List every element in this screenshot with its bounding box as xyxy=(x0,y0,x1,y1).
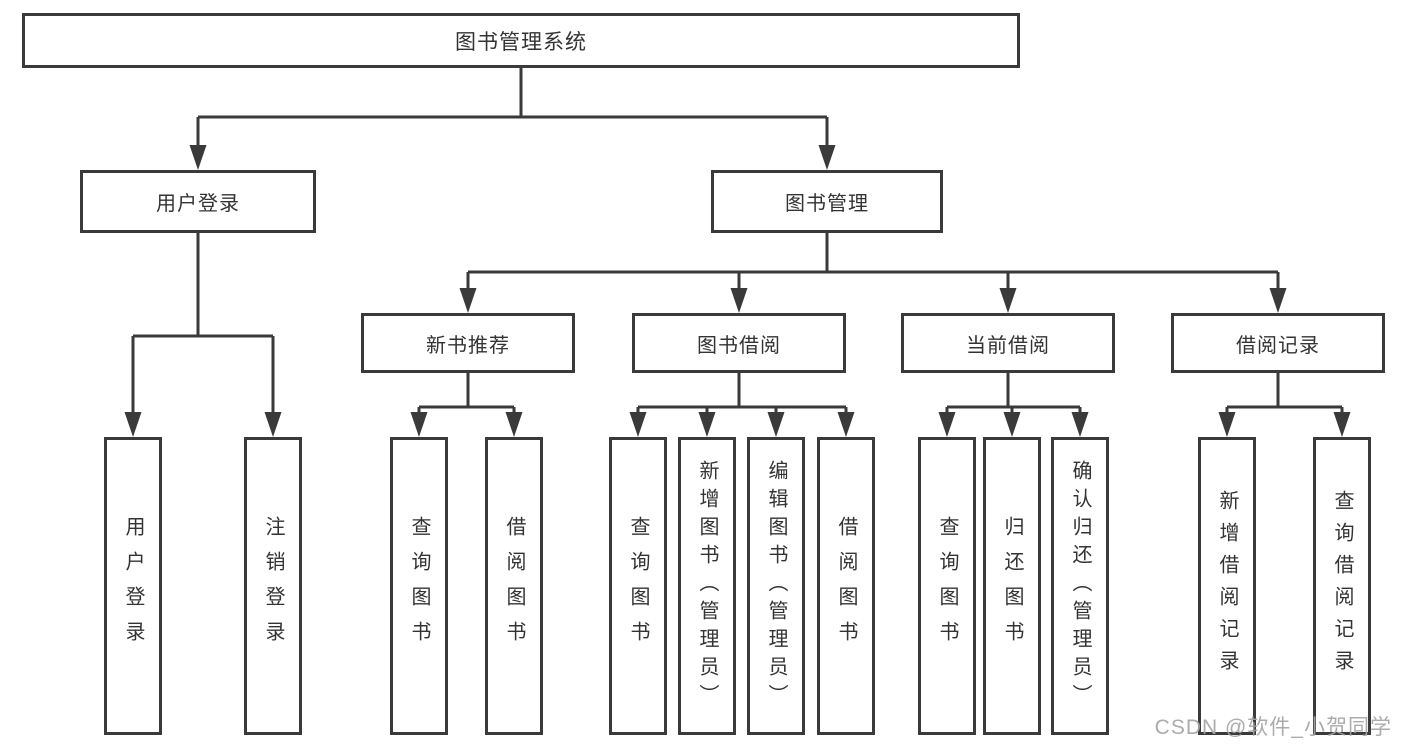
arrowhead xyxy=(837,412,855,437)
leaf-query-books-recommend-label: 查询图书 xyxy=(408,516,430,656)
arrowhead xyxy=(938,412,956,437)
leaf-edit-books-admin-label: 编辑图书（管理员） xyxy=(765,460,787,712)
leaf-add-books-admin: 新增图书（管理员） xyxy=(678,437,736,735)
node-book-management: 图书管理 xyxy=(711,170,943,233)
arrowhead xyxy=(629,412,647,437)
arrowhead xyxy=(505,412,523,437)
arrowhead xyxy=(189,145,207,170)
leaf-borrow-books-recommend-label: 借阅图书 xyxy=(503,516,525,656)
leaf-add-borrow-record-label: 新增借阅记录 xyxy=(1216,490,1238,682)
leaf-query-books-recommend: 查询图书 xyxy=(390,437,448,735)
leaf-query-books-current: 查询图书 xyxy=(918,437,976,735)
leaf-user-login-label: 用户登录 xyxy=(122,516,144,656)
arrowhead xyxy=(410,412,428,437)
node-book-borrow: 图书借阅 xyxy=(632,313,846,373)
node-new-book-recommend: 新书推荐 xyxy=(361,313,575,373)
arrowhead xyxy=(730,288,748,313)
leaf-query-borrow-record-label: 查询借阅记录 xyxy=(1331,490,1353,682)
leaf-confirm-return-admin-label: 确认归还（管理员） xyxy=(1069,460,1091,712)
leaf-return-books-label: 归还图书 xyxy=(1001,516,1023,656)
leaf-borrow-books-recommend: 借阅图书 xyxy=(485,437,543,735)
leaf-borrow-books: 借阅图书 xyxy=(817,437,875,735)
leaf-add-books-admin-label: 新增图书（管理员） xyxy=(696,460,718,712)
arrowhead xyxy=(767,412,785,437)
arrowhead xyxy=(818,145,836,170)
node-current-borrow: 当前借阅 xyxy=(901,313,1115,373)
leaf-user-login: 用户登录 xyxy=(104,437,162,735)
leaf-logout-label: 注销登录 xyxy=(262,516,284,656)
leaf-query-borrow-record: 查询借阅记录 xyxy=(1313,437,1371,735)
leaf-query-books-borrow: 查询图书 xyxy=(609,437,667,735)
node-borrow-records: 借阅记录 xyxy=(1171,313,1385,373)
csdn-watermark: CSDN @软件_小贺同学 xyxy=(1154,716,1392,739)
arrowhead xyxy=(999,288,1017,313)
arrowhead xyxy=(124,412,142,437)
leaf-logout: 注销登录 xyxy=(244,437,302,735)
leaf-query-books-borrow-label: 查询图书 xyxy=(627,516,649,656)
node-user-login: 用户登录 xyxy=(80,170,316,233)
leaf-borrow-books-label: 借阅图书 xyxy=(835,516,857,656)
arrowhead xyxy=(1071,412,1089,437)
leaf-add-borrow-record: 新增借阅记录 xyxy=(1198,437,1256,735)
leaf-query-books-current-label: 查询图书 xyxy=(936,516,958,656)
leaf-edit-books-admin: 编辑图书（管理员） xyxy=(747,437,805,735)
arrowhead xyxy=(1218,412,1236,437)
arrowhead xyxy=(459,288,477,313)
arrowhead xyxy=(1003,412,1021,437)
arrowhead xyxy=(1333,412,1351,437)
node-library-management-system: 图书管理系统 xyxy=(22,13,1020,68)
arrowhead xyxy=(698,412,716,437)
leaf-confirm-return-admin: 确认归还（管理员） xyxy=(1051,437,1109,735)
leaf-return-books: 归还图书 xyxy=(983,437,1041,735)
arrowhead xyxy=(264,412,282,437)
arrowhead xyxy=(1269,288,1287,313)
